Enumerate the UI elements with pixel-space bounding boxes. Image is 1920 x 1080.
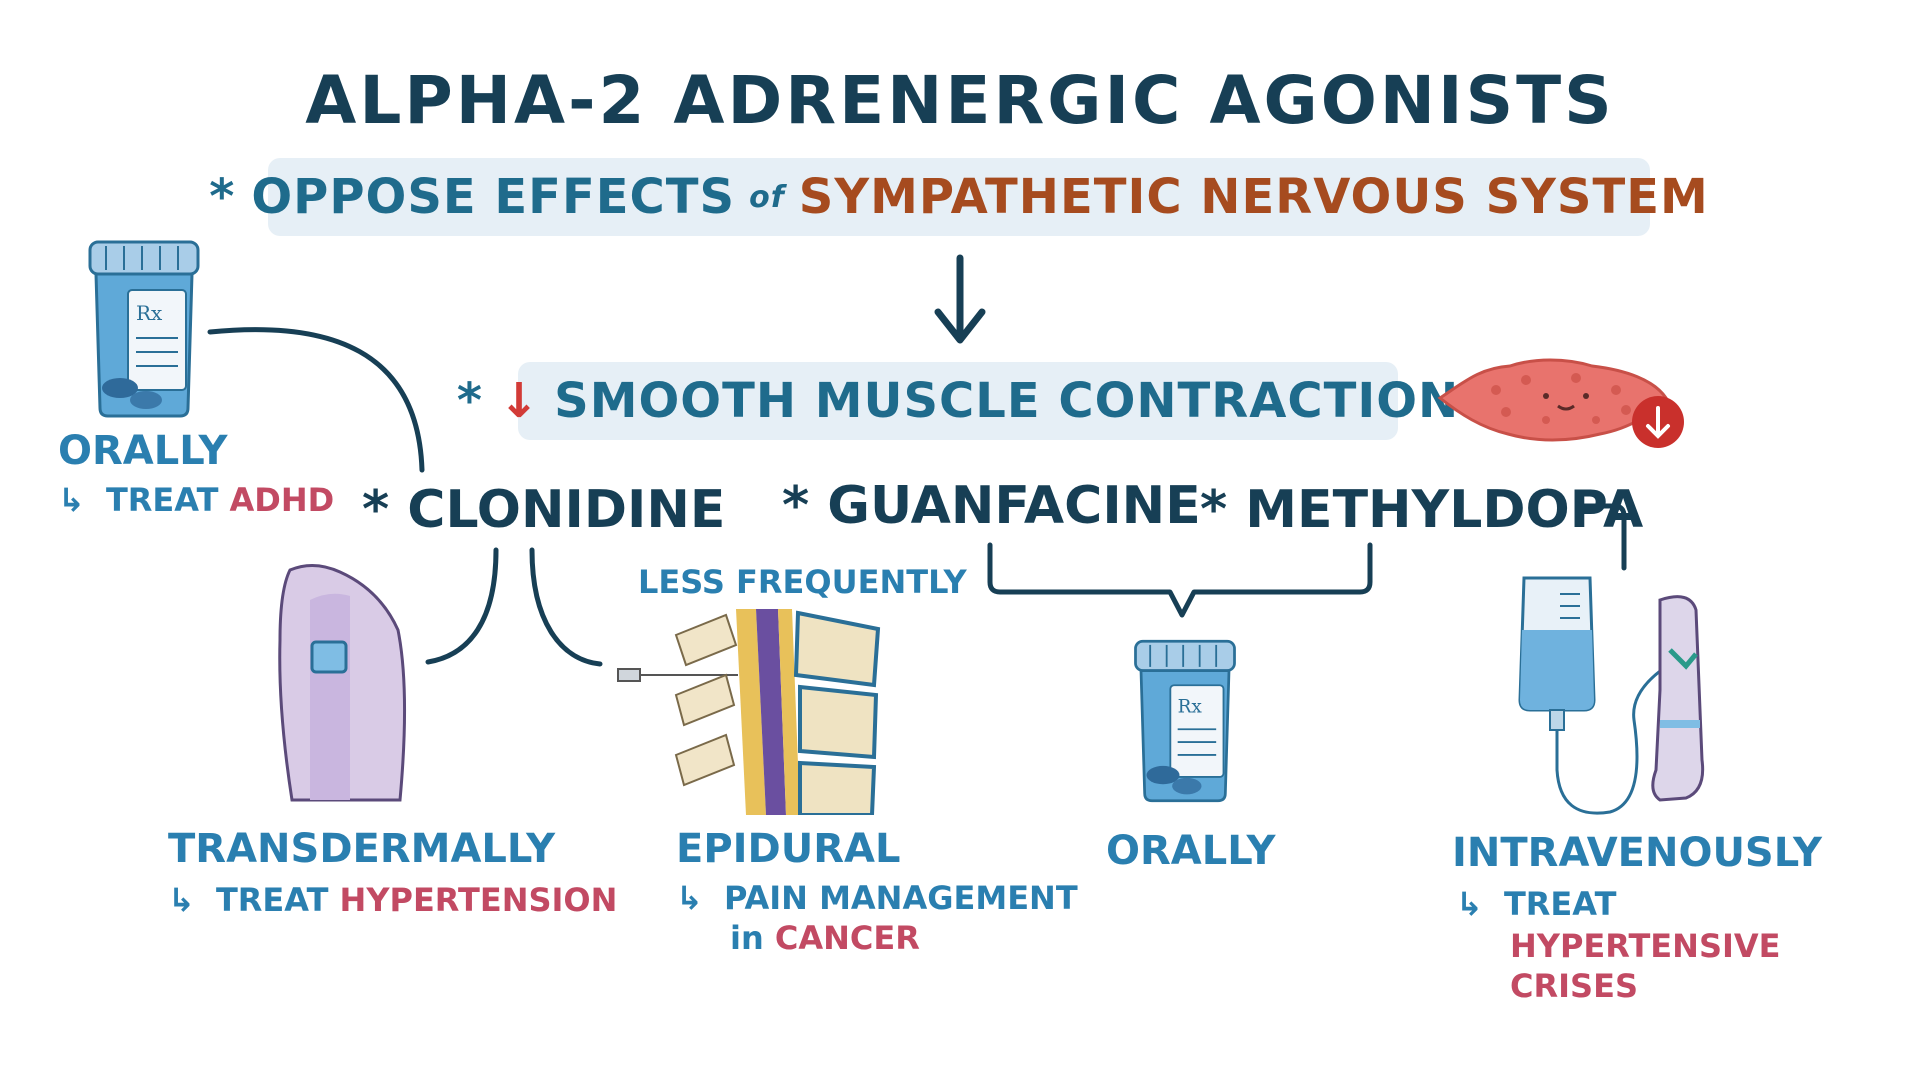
down-arrow-icon [934, 254, 986, 344]
asterisk-icon: * [209, 169, 236, 225]
banner-text-smooth-muscle: SMOOTH MUSCLE CONTRACTION [554, 373, 1460, 429]
epidural-indication-line1: ↳ PAIN MANAGEMENT [676, 878, 1078, 918]
condition-hypertensive: HYPERTENSIVE [1510, 927, 1781, 965]
connector-clonidine-epidural [529, 547, 603, 667]
page-title: ALPHA-2 ADRENERGIC AGONISTS [305, 62, 1615, 139]
effect-banner: * OPPOSE EFFECTS of SYMPATHETIC NERVOUS … [209, 158, 1708, 236]
route-intravenously: INTRAVENOUSLY [1452, 830, 1822, 876]
svg-text:Rx: Rx [136, 301, 163, 325]
route-transdermally: TRANSDERMALLY [168, 826, 556, 872]
connector-methyldopa-iv [1579, 503, 1627, 571]
decrease-arrow-icon: ↓ [498, 373, 541, 429]
in-label: in [730, 919, 764, 957]
epidural-indication-line2: in CANCER [730, 918, 920, 958]
sub-arrow-icon: ↳ [1456, 885, 1483, 923]
condition-hypertension: HYPERTENSION [339, 881, 618, 919]
treat-label: TREAT [1503, 885, 1617, 923]
route-epidural: EPIDURAL [676, 826, 901, 872]
arm-patch-icon [278, 564, 407, 802]
connector-clonidine-patch [425, 547, 499, 665]
drug-methyldopa: * METHYLDOPA [1200, 480, 1644, 540]
connector-oral-clonidine [207, 327, 425, 473]
bracket-oral [987, 542, 1373, 618]
sub-arrow-icon: ↳ [58, 481, 85, 519]
condition-crises: CRISES [1510, 967, 1638, 1005]
intravenously-indication: ↳ TREAT [1456, 884, 1616, 924]
sub-arrow-icon: ↳ [168, 881, 195, 919]
less-frequently-note: LESS FREQUENTLY [638, 563, 967, 601]
pill-bottle-icon: Rx [1134, 639, 1236, 803]
smooth-muscle-banner: * ↓ SMOOTH MUSCLE CONTRACTION [457, 362, 1458, 440]
condition-cancer: CANCER [774, 919, 920, 957]
drug-clonidine: * CLONIDINE [362, 480, 726, 540]
asterisk-icon: * [456, 373, 483, 429]
treat-label: TREAT [215, 881, 329, 919]
spine-epidural-icon [617, 609, 881, 815]
pain-management-label: PAIN MANAGEMENT [723, 879, 1078, 917]
condition-adhd: ADHD [229, 481, 335, 519]
transdermally-indication: ↳ TREAT HYPERTENSION [168, 880, 617, 920]
iv-bag-icon [1518, 576, 1705, 815]
route-orally-left: ORALLY [58, 428, 228, 474]
route-orally-mid: ORALLY [1106, 828, 1276, 874]
pill-bottle-icon: Rx [88, 240, 200, 418]
banner-text-oppose: OPPOSE EFFECTS [251, 169, 736, 225]
treat-label: TREAT [105, 481, 219, 519]
svg-text:Rx: Rx [1178, 697, 1203, 718]
orally-left-indication: ↳ TREAT ADHD [58, 480, 334, 520]
banner-text-sympathetic: SYMPATHETIC NERVOUS SYSTEM [798, 169, 1709, 225]
drug-guanfacine: * GUANFACINE [782, 476, 1201, 536]
sub-arrow-icon: ↳ [676, 879, 703, 917]
banner-text-of: of [749, 179, 785, 215]
smooth-muscle-icon [1437, 358, 1684, 448]
